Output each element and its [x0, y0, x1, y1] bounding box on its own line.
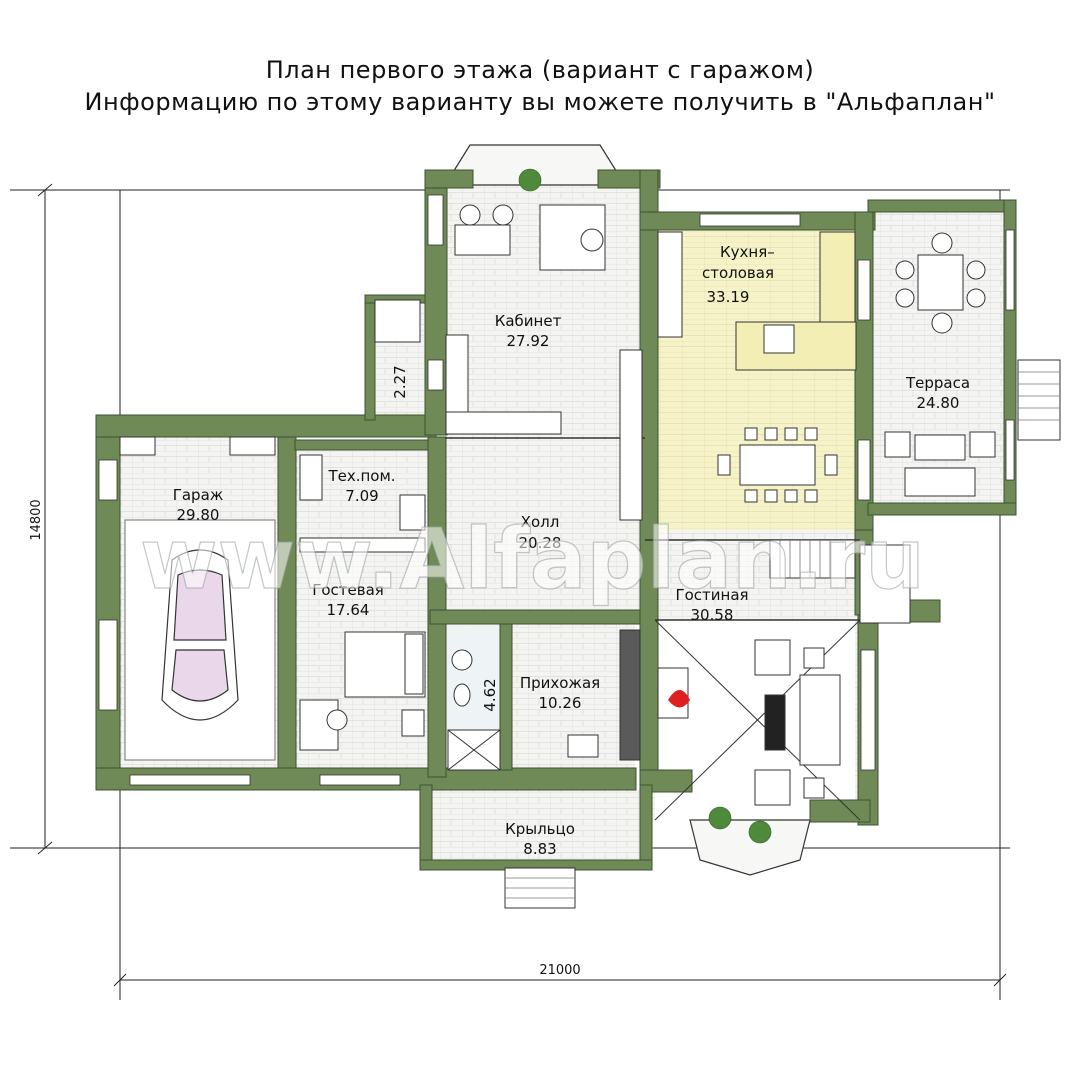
width-dimension: 21000 — [539, 963, 580, 978]
height-dimension: 14800 — [29, 499, 44, 540]
room-name-guest: Гостевая — [312, 581, 384, 599]
room-area-hall: 20.28 — [519, 534, 562, 552]
stairs — [374, 299, 1061, 909]
car — [124, 519, 276, 761]
room-name-kabinet: Кабинет — [495, 312, 562, 330]
room-name-terrace: Терраса — [905, 374, 970, 392]
tech-furniture — [119, 436, 426, 531]
room-area-stair: 2.27 — [391, 365, 409, 398]
kitchen-furniture — [657, 231, 857, 503]
room-area-entry: 10.26 — [539, 694, 582, 712]
room-name-entry: Прихожая — [520, 674, 600, 692]
living-furniture — [657, 639, 841, 806]
room-name-porch: Крыльцо — [505, 820, 575, 838]
windows — [98, 194, 1015, 786]
terrace-furniture — [884, 232, 996, 497]
room-area-living: 30.58 — [691, 606, 734, 624]
room-area-kabinet: 27.92 — [507, 332, 550, 350]
room-area-kitchen: 33.19 — [707, 288, 750, 306]
plan-title-line2: Информацию по этому варианту вы можете п… — [84, 88, 996, 116]
room-labels: Кабинет 27.92 Кухня– столовая 33.19 Терр… — [173, 243, 970, 858]
room-name-kitchen-1: Кухня– — [720, 243, 775, 261]
room-name-tech: Тех.пом. — [327, 467, 395, 485]
watermark: www.Alfaplan.ru — [140, 510, 925, 608]
room-name-hall: Холл — [521, 513, 560, 531]
dimension-lines — [10, 183, 1010, 1000]
entry-furniture — [567, 629, 641, 761]
room-area-garage: 29.80 — [177, 506, 220, 524]
room-name-kitchen-2: столовая — [702, 264, 774, 282]
room-name-garage: Гараж — [173, 486, 224, 504]
room-area-terrace: 24.80 — [917, 394, 960, 412]
room-area-porch: 8.83 — [523, 840, 556, 858]
room-name-living: Гостиная — [675, 586, 748, 604]
bathroom-fixtures — [447, 649, 501, 771]
room-area-bath: 4.62 — [481, 678, 499, 711]
plan-title-line1: План первого этажа (вариант с гаражом) — [265, 56, 815, 84]
guest-furniture — [299, 537, 426, 751]
room-area-tech: 7.09 — [345, 487, 378, 505]
room-area-guest: 17.64 — [327, 601, 370, 619]
office-furniture — [445, 204, 643, 521]
walls — [95, 169, 1017, 871]
plants — [518, 168, 772, 844]
